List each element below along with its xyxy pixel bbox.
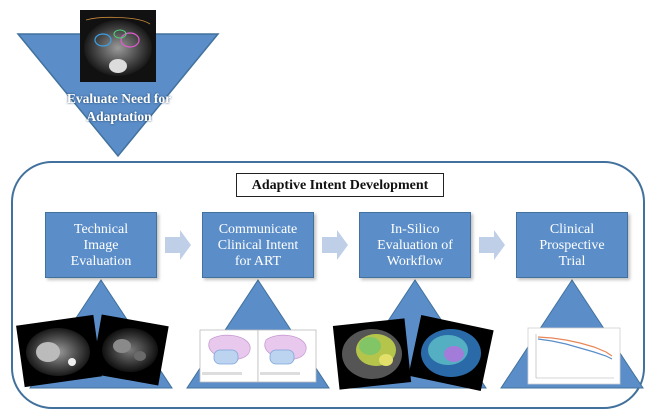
flow-arrow-2 <box>322 230 348 260</box>
step-clinical-prospective-trial: Clinical Prospective Trial <box>516 212 628 278</box>
ct-scan-image <box>16 314 102 388</box>
step-in-silico-evaluation: In-Silico Evaluation of Workflow <box>359 212 471 278</box>
step-label: In-Silico Evaluation of Workflow <box>377 221 453 269</box>
dose-map-image <box>332 318 412 390</box>
step-label: Clinical Prospective Trial <box>539 221 605 269</box>
flow-arrow-1 <box>165 230 191 260</box>
step-technical-image-evaluation: Technical Image Evaluation <box>45 212 157 278</box>
flow-arrow-3 <box>479 230 505 260</box>
panel-title: Adaptive Intent Development <box>236 173 444 197</box>
contour-diagram-image <box>199 329 259 383</box>
step-label: Communicate Clinical Intent for ART <box>217 221 299 269</box>
step-communicate-clinical-intent: Communicate Clinical Intent for ART <box>202 212 314 278</box>
dose-map-image <box>408 314 494 392</box>
contour-diagram-image <box>257 329 317 383</box>
mri-scan-image <box>91 314 169 386</box>
adaptive-panel <box>11 161 645 409</box>
step-label: Technical Image Evaluation <box>70 221 132 269</box>
survival-plot-image <box>527 327 621 385</box>
ct-scan-image <box>80 10 156 82</box>
evaluate-need-label: Evaluate Need for Adaptation <box>66 91 172 124</box>
